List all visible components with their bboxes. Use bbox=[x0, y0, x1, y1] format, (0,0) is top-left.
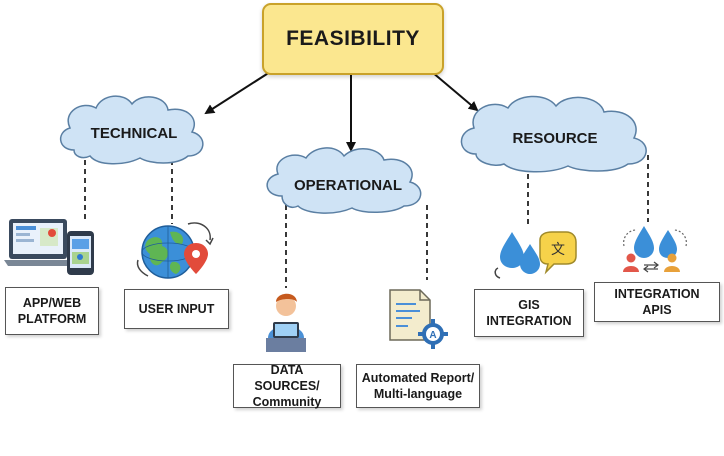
water-users-exchange-icon bbox=[623, 226, 687, 273]
document-gear-icon: A bbox=[389, 289, 448, 349]
svg-text:A: A bbox=[429, 330, 436, 341]
category-resource-label: RESOURCE bbox=[512, 129, 598, 147]
leaf-integration-apis-label: INTEGRATION APIS bbox=[614, 286, 700, 317]
category-technical-label: TECHNICAL bbox=[90, 124, 178, 142]
leaf-gis-integration: GIS INTEGRATION bbox=[474, 289, 584, 337]
leaf-data-sources: DATA SOURCES/ Community bbox=[233, 362, 341, 410]
person-tablet-icon bbox=[266, 293, 306, 352]
leaf-app-web-platform-label: APP/WEB PLATFORM bbox=[17, 295, 87, 326]
leaf-gis-integration-label: GIS INTEGRATION bbox=[486, 297, 572, 328]
cloud-resource bbox=[460, 95, 647, 173]
category-operational-label: OPERATIONAL bbox=[293, 176, 403, 194]
category-resource: RESOURCE bbox=[480, 122, 630, 154]
leaf-user-input: USER INPUT bbox=[124, 289, 229, 329]
category-technical: TECHNICAL bbox=[64, 118, 204, 148]
leaf-integration-apis: INTEGRATION APIS bbox=[594, 282, 720, 322]
arrow-to-technical bbox=[204, 71, 271, 115]
arrow-to-resource bbox=[431, 71, 479, 112]
water-drops-translate-icon: 文 bbox=[494, 231, 577, 279]
devices-map-icon bbox=[4, 219, 94, 275]
leaf-data-sources-label: DATA SOURCES/ Community bbox=[252, 362, 322, 410]
leaf-user-input-label: USER INPUT bbox=[138, 301, 215, 316]
cloud-technical bbox=[60, 95, 204, 165]
translate-glyph: 文 bbox=[551, 242, 565, 258]
leaf-automated-report: Automated Report/ Multi-language bbox=[356, 364, 480, 408]
leaf-app-web-platform: APP/WEB PLATFORM bbox=[5, 287, 99, 335]
cloud-operational bbox=[266, 147, 422, 214]
root-label: FEASIBILITY bbox=[286, 27, 420, 50]
category-operational: OPERATIONAL bbox=[278, 170, 418, 200]
leaf-automated-report-label: Automated Report/ Multi-language bbox=[361, 370, 475, 401]
globe-location-icon bbox=[136, 222, 214, 279]
root-node-feasibility: FEASIBILITY bbox=[262, 3, 444, 75]
